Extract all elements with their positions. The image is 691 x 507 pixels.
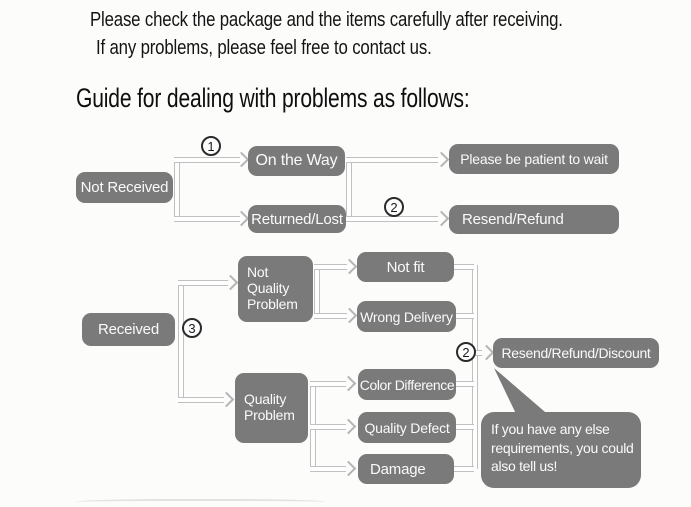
arrowhead-icon [340, 418, 357, 435]
node-returned-lost: Returned/Lost [248, 205, 346, 233]
arrowhead-icon [233, 151, 250, 168]
node-on-the-way: On the Way [248, 146, 345, 176]
notice-line-1: Please check the package and the items c… [90, 9, 563, 31]
arrowhead-icon [233, 210, 250, 227]
node-color-difference: Color Difference [358, 369, 456, 400]
arrowhead-icon [433, 210, 450, 227]
connector-line [314, 265, 320, 318]
arrowhead-icon [340, 460, 357, 477]
node-damage: Damage [358, 454, 454, 484]
connector-line [346, 158, 352, 221]
node-resend-refund-discount: Resend/Refund/Discount [493, 338, 659, 368]
connector-line [454, 264, 474, 270]
arrowhead-icon [478, 344, 495, 361]
node-received: Received [82, 313, 175, 346]
connector-line [456, 313, 474, 319]
connector-line [178, 397, 224, 403]
connector-line [310, 381, 346, 387]
arrowhead-icon [340, 375, 357, 392]
connector-line [310, 466, 346, 472]
speech-bubble-line: also tell us! [491, 458, 558, 475]
speech-bubble-line: If you have any else [491, 421, 610, 437]
connector-line [454, 466, 474, 472]
connector-line [178, 280, 228, 286]
node-resend-refund: Resend/Refund [449, 205, 619, 234]
guide-title: Guide for dealing with problems as follo… [76, 83, 470, 113]
notice-line-2: If any problems, please feel free to con… [96, 37, 432, 59]
connector-line [174, 158, 180, 222]
step-marker-2-top: 2 [384, 197, 404, 217]
connector-line [314, 313, 347, 319]
node-quality-problem: Quality Problem [235, 373, 308, 443]
speech-bubble-line: requirements, you could [491, 439, 634, 456]
connector-line [174, 216, 240, 222]
connector-line [472, 265, 478, 469]
connector-line [346, 157, 438, 163]
arrowhead-icon [222, 274, 239, 291]
node-not-quality-problem: Not Quality Problem [238, 256, 313, 322]
cropped-edge-artifact [76, 499, 326, 506]
node-not-fit: Not fit [357, 252, 454, 282]
node-wrong-delivery: Wrong Delivery [357, 301, 456, 332]
connector-line [178, 281, 184, 402]
node-please-be-patient: Please be patient to wait [449, 144, 619, 174]
speech-bubble-tail-icon [494, 368, 552, 418]
connector-line [456, 424, 474, 430]
connector-line [314, 264, 347, 270]
arrowhead-icon [218, 391, 235, 408]
arrowhead-icon [433, 151, 450, 168]
node-not-received: Not Received [76, 172, 173, 203]
arrowhead-icon [341, 307, 358, 324]
step-marker-1: 1 [201, 136, 221, 156]
node-quality-defect: Quality Defect [358, 412, 456, 443]
connector-line [174, 157, 240, 163]
speech-bubble: If you have any else requirements, you c… [481, 412, 641, 488]
connector-line [310, 424, 346, 430]
step-marker-3: 3 [182, 318, 202, 338]
step-marker-2-bottom: 2 [456, 342, 476, 362]
connector-line [456, 381, 474, 387]
connector-line [472, 350, 482, 356]
arrowhead-icon [341, 258, 358, 275]
